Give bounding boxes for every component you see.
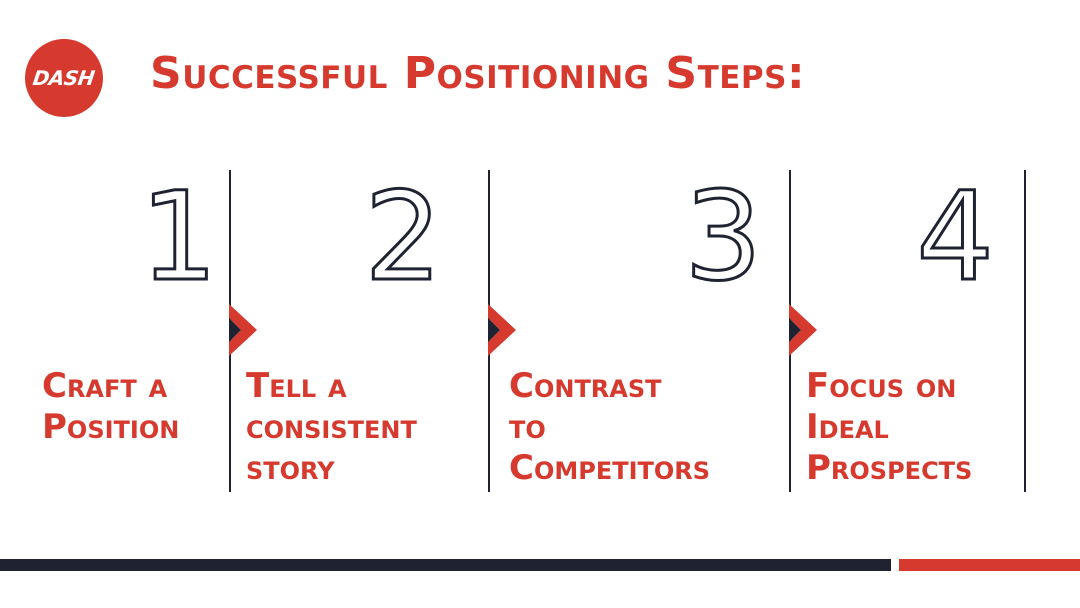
chevron-right-icon bbox=[229, 304, 257, 356]
step-number-3: 3 bbox=[683, 166, 764, 308]
chevron-right-icon bbox=[488, 304, 516, 356]
dash-logo: DASH bbox=[25, 39, 103, 117]
step-number-1: 1 bbox=[139, 166, 220, 308]
step-label-2: Tell a consistent story bbox=[246, 366, 417, 488]
divider-4 bbox=[1024, 170, 1026, 492]
footer-bar-dark bbox=[0, 559, 891, 571]
step-number-2: 2 bbox=[363, 166, 444, 308]
page-title: Successful Positioning Steps: bbox=[150, 48, 806, 99]
footer-bar-red bbox=[899, 559, 1080, 571]
step-label-1: Craft a Position bbox=[42, 366, 180, 447]
step-label-3: Contrast to Competitors bbox=[509, 366, 711, 488]
step-number-4: 4 bbox=[915, 166, 996, 308]
step-label-4: Focus on Ideal Prospects bbox=[806, 366, 973, 488]
chevron-right-icon bbox=[789, 304, 817, 356]
logo-text: DASH bbox=[31, 66, 97, 90]
